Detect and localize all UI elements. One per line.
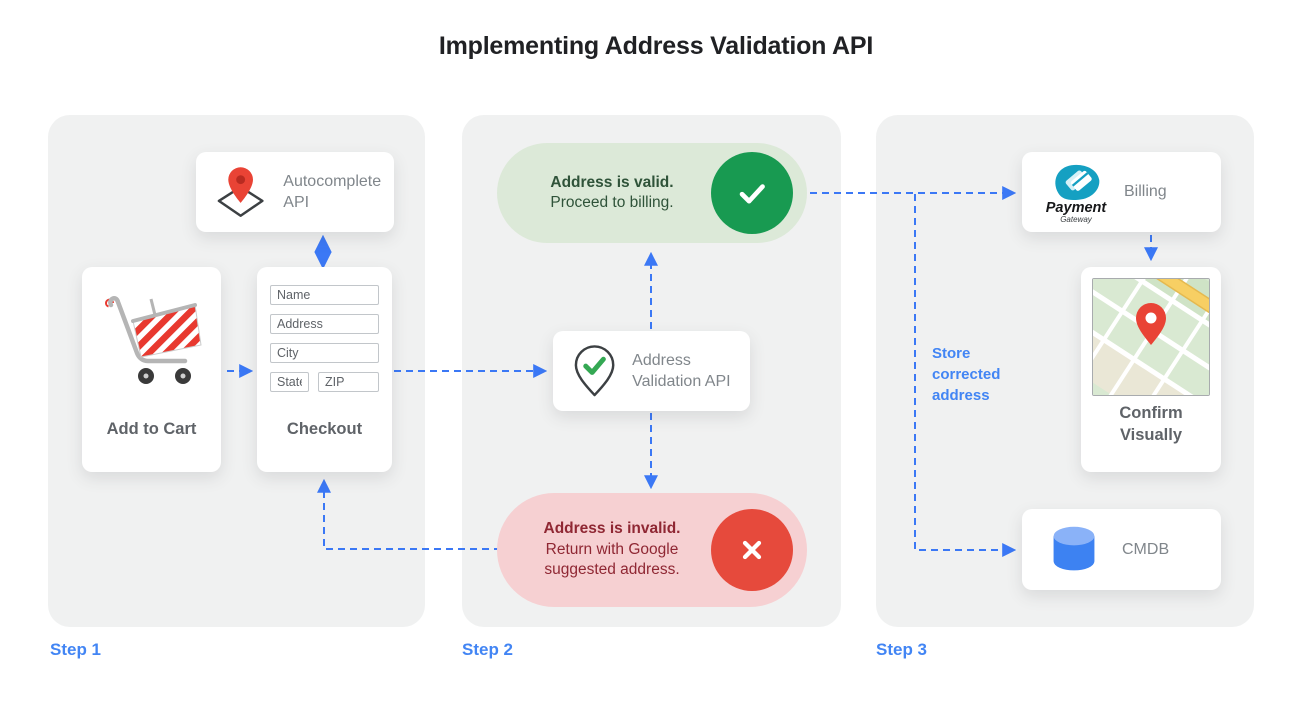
address-validation-api-card: Address Validation API bbox=[553, 331, 750, 411]
page-title: Implementing Address Validation API bbox=[438, 32, 874, 60]
store-corrected-address-label: Store corrected address bbox=[932, 345, 1001, 404]
address-invalid-pill: Address is invalid. Return with Google s… bbox=[497, 493, 807, 607]
database-icon bbox=[1053, 526, 1095, 570]
autocomplete-api-card: Autocomplete API bbox=[196, 152, 394, 232]
checkout-card: Checkout bbox=[257, 267, 392, 472]
autocomplete-card-label: Autocomplete API bbox=[283, 172, 382, 211]
zip-field[interactable] bbox=[318, 372, 379, 392]
payment-logo-title: Payment bbox=[1045, 199, 1107, 216]
invalid-pill-subtitle: Return with Google suggested address. bbox=[544, 540, 680, 579]
cmdb-card-label: CMDB bbox=[1122, 540, 1170, 558]
confirm-visually-label: Confirm Visually bbox=[1119, 404, 1183, 444]
cmdb-card: CMDB bbox=[1022, 509, 1221, 590]
step-2-label: Step 2 bbox=[462, 640, 514, 659]
confirm-visually-card: Confirm Visually bbox=[1081, 267, 1221, 472]
validation-card-label: Address Validation API bbox=[632, 351, 731, 390]
step-3-label: Step 3 bbox=[876, 640, 928, 659]
map-thumbnail bbox=[1092, 278, 1210, 396]
invalid-pill-text: Address is invalid. Return with Google s… bbox=[497, 519, 711, 580]
payment-gateway-blob-icon bbox=[1055, 164, 1100, 200]
billing-card: Payment Gateway Billing bbox=[1022, 152, 1221, 232]
valid-pill-title: Address is valid. bbox=[550, 173, 674, 191]
checkout-label: Checkout bbox=[286, 420, 363, 438]
payment-logo-subtitle: Gateway bbox=[1060, 214, 1092, 224]
valid-pill-subtitle: Proceed to billing. bbox=[550, 194, 674, 211]
pin-check-icon bbox=[574, 345, 615, 397]
address-valid-pill: Address is valid. Proceed to billing. bbox=[497, 143, 807, 243]
x-circle bbox=[711, 509, 793, 591]
payment-gateway-logo: Payment Gateway bbox=[1038, 161, 1114, 224]
x-icon bbox=[742, 540, 762, 560]
map-pin-icon bbox=[1136, 303, 1166, 345]
checkout-form bbox=[270, 285, 379, 392]
add-to-cart-label: Add to Cart bbox=[106, 420, 197, 438]
state-field[interactable] bbox=[270, 372, 309, 392]
valid-pill-text: Address is valid. Proceed to billing. bbox=[497, 173, 711, 214]
name-field[interactable] bbox=[270, 285, 379, 305]
check-circle bbox=[711, 152, 793, 234]
invalid-pill-title: Address is invalid. bbox=[543, 520, 681, 538]
map-pin-diamond-icon bbox=[217, 167, 264, 217]
city-field[interactable] bbox=[270, 343, 379, 363]
check-icon bbox=[739, 184, 765, 204]
address-field[interactable] bbox=[270, 314, 379, 334]
step-1-label: Step 1 bbox=[50, 640, 102, 659]
add-to-cart-card: Add to Cart bbox=[82, 267, 221, 472]
billing-card-label: Billing bbox=[1124, 183, 1167, 201]
shopping-cart-icon bbox=[104, 296, 202, 384]
